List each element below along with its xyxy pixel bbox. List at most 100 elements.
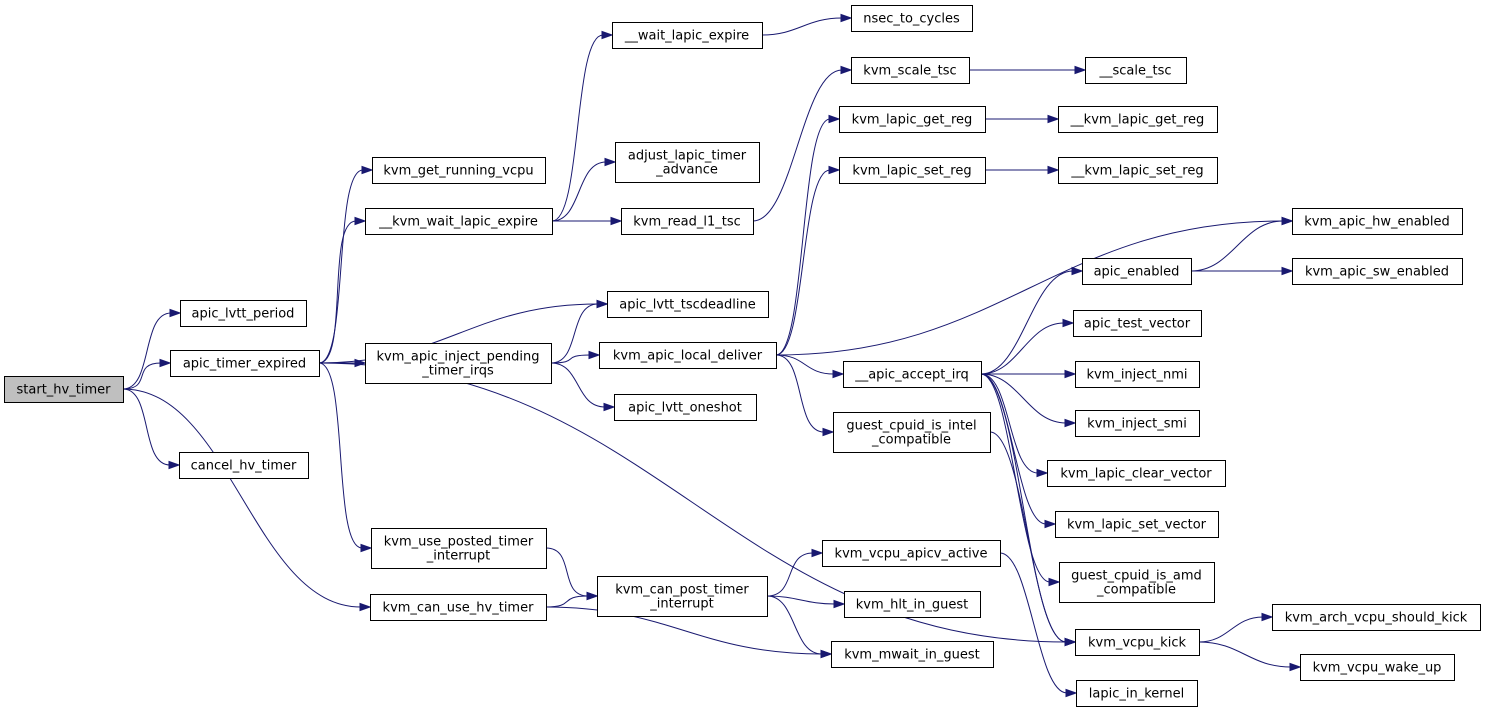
node-box bbox=[1085, 57, 1187, 84]
node-guest-cpuid-is-intel-compatible[interactable]: guest_cpuid_is_intel_compatible bbox=[833, 412, 991, 453]
node-apic-test-vector[interactable]: apic_test_vector bbox=[1073, 310, 1202, 337]
node-kvm-apic-hw-enabled[interactable]: kvm_apic_hw_enabled bbox=[1292, 208, 1463, 235]
node-label: start_hv_timer bbox=[17, 383, 112, 398]
node-box bbox=[1058, 106, 1218, 133]
node-box bbox=[851, 5, 973, 32]
node-label: kvm_lapic_clear_vector bbox=[1060, 467, 1212, 482]
node-label: apic_timer_expired bbox=[183, 357, 306, 372]
edge-wait-lapic-expire-to-nsec-to-cycles bbox=[761, 13, 853, 36]
edge-start-hv-timer-to-cancel-hv-timer bbox=[122, 388, 181, 470]
node-kvm-apic-sw-enabled[interactable]: kvm_apic_sw_enabled bbox=[1292, 258, 1463, 285]
node-kvm-mwait-in-guest[interactable]: kvm_mwait_in_guest bbox=[831, 641, 994, 668]
edge-kvm-apic-local-deliver-to-kvm-lapic-set-reg bbox=[775, 165, 841, 356]
node-box bbox=[839, 157, 986, 184]
node-kvm-lapic-set-reg[interactable]: __kvm_lapic_set_reg bbox=[1058, 157, 1218, 184]
node-apic-enabled[interactable]: apic_enabled bbox=[1082, 258, 1192, 285]
node-kvm-inject-nmi[interactable]: kvm_inject_nmi bbox=[1075, 361, 1200, 388]
node-label: cancel_hv_timer bbox=[191, 459, 297, 474]
node-label: kvm_inject_smi bbox=[1087, 417, 1187, 432]
node-kvm-vcpu-apicv-active[interactable]: kvm_vcpu_apicv_active bbox=[822, 540, 1001, 567]
node-label: guest_cpuid_is_amd bbox=[1071, 569, 1202, 584]
node-box bbox=[365, 208, 553, 235]
node-kvm-lapic-get-reg[interactable]: kvm_lapic_get_reg bbox=[839, 106, 986, 133]
node-kvm-get-running-vcpu[interactable]: kvm_get_running_vcpu bbox=[372, 157, 546, 184]
node-label: kvm_mwait_in_guest bbox=[844, 648, 980, 663]
edge-kvm-wait-lapic-expire-to-adjust-lapic-timer-advance bbox=[551, 157, 617, 222]
node-apic-timer-expired[interactable]: apic_timer_expired bbox=[170, 350, 320, 377]
node-label: __apic_accept_irq bbox=[854, 368, 969, 383]
node-kvm-inject-smi[interactable]: kvm_inject_smi bbox=[1075, 410, 1200, 437]
node-kvm-lapic-get-reg[interactable]: __kvm_lapic_get_reg bbox=[1058, 106, 1218, 133]
edge-apic-timer-expired-to-kvm-get-running-vcpu bbox=[318, 165, 374, 364]
node-kvm-apic-inject-pending-timer-irqs[interactable]: kvm_apic_inject_pending_timer_irqs bbox=[365, 343, 552, 384]
node-cancel-hv-timer[interactable]: cancel_hv_timer bbox=[179, 452, 309, 479]
node-box bbox=[372, 157, 546, 184]
node-box bbox=[1047, 460, 1226, 487]
node-kvm-lapic-set-vector[interactable]: kvm_lapic_set_vector bbox=[1055, 511, 1219, 538]
node-box bbox=[1076, 680, 1198, 707]
node-scale-tsc[interactable]: __scale_tsc bbox=[1085, 57, 1187, 84]
node-label: __kvm_lapic_get_reg bbox=[1070, 113, 1205, 128]
node-kvm-read-l1-tsc[interactable]: kvm_read_l1_tsc bbox=[621, 208, 754, 235]
node-adjust-lapic-timer-advance[interactable]: adjust_lapic_timer_advance bbox=[615, 142, 760, 183]
node-kvm-lapic-set-reg[interactable]: kvm_lapic_set_reg bbox=[839, 157, 986, 184]
node-kvm-arch-vcpu-should-kick[interactable]: kvm_arch_vcpu_should_kick bbox=[1272, 604, 1481, 631]
node-nsec-to-cycles[interactable]: nsec_to_cycles bbox=[851, 5, 973, 32]
node-lapic-in-kernel[interactable]: lapic_in_kernel bbox=[1076, 680, 1198, 707]
node-kvm-wait-lapic-expire[interactable]: __kvm_wait_lapic_expire bbox=[365, 208, 553, 235]
node-box bbox=[1055, 511, 1219, 538]
node-start-hv-timer[interactable]: start_hv_timer bbox=[4, 376, 124, 403]
node-label: apic_lvtt_oneshot bbox=[628, 401, 742, 416]
edge-apic-accept-irq-to-apic-enabled bbox=[980, 266, 1084, 375]
node-box bbox=[179, 452, 309, 479]
edge-kvm-apic-inject-pending-timer-irqs-to-kvm-apic-local-deliver bbox=[550, 350, 601, 364]
node-box bbox=[371, 528, 547, 569]
node-apic-lvtt-oneshot[interactable]: apic_lvtt_oneshot bbox=[614, 394, 757, 421]
node-label: _compatible bbox=[871, 433, 951, 448]
node-label: kvm_get_running_vcpu bbox=[383, 164, 533, 179]
node-label: kvm_apic_inject_pending bbox=[377, 350, 540, 365]
node-label: adjust_lapic_timer bbox=[628, 149, 747, 164]
node-box bbox=[1272, 604, 1481, 631]
edge-kvm-scale-tsc-to-scale-tsc bbox=[969, 65, 1087, 75]
node-label: __wait_lapic_expire bbox=[624, 29, 749, 44]
node-kvm-use-posted-timer-interrupt[interactable]: kvm_use_posted_timer_interrupt bbox=[371, 528, 547, 569]
node-box bbox=[1058, 157, 1218, 184]
node-wait-lapic-expire[interactable]: __wait_lapic_expire bbox=[612, 22, 763, 49]
node-label: kvm_lapic_set_vector bbox=[1067, 518, 1207, 533]
node-label: kvm_lapic_get_reg bbox=[852, 113, 973, 128]
node-kvm-lapic-clear-vector[interactable]: kvm_lapic_clear_vector bbox=[1047, 460, 1226, 487]
node-label: __kvm_wait_lapic_expire bbox=[378, 215, 538, 230]
node-kvm-hlt-in-guest[interactable]: kvm_hlt_in_guest bbox=[844, 591, 981, 618]
node-kvm-apic-local-deliver[interactable]: kvm_apic_local_deliver bbox=[599, 342, 777, 369]
node-label: lapic_in_kernel bbox=[1089, 687, 1184, 702]
edge-kvm-apic-local-deliver-to-kvm-lapic-get-reg bbox=[775, 114, 841, 356]
node-apic-accept-irq[interactable]: __apic_accept_irq bbox=[843, 361, 982, 388]
node-label: apic_enabled bbox=[1094, 265, 1180, 280]
edge-kvm-can-post-timer-interrupt-to-kvm-mwait-in-guest bbox=[766, 595, 833, 659]
edge-kvm-can-post-timer-interrupt-to-kvm-vcpu-apicv-active bbox=[766, 548, 824, 597]
node-box bbox=[1300, 654, 1455, 681]
node-kvm-can-post-timer-interrupt[interactable]: kvm_can_post_timer_interrupt bbox=[597, 576, 768, 617]
edge-kvm-apic-inject-pending-timer-irqs-to-apic-lvtt-oneshot bbox=[550, 362, 616, 412]
node-kvm-scale-tsc[interactable]: kvm_scale_tsc bbox=[851, 57, 970, 84]
node-kvm-can-use-hv-timer[interactable]: kvm_can_use_hv_timer bbox=[370, 594, 547, 621]
node-apic-lvtt-tscdeadline[interactable]: apic_lvtt_tscdeadline bbox=[607, 291, 769, 318]
edge-apic-accept-irq-to-kvm-inject-nmi bbox=[980, 369, 1077, 379]
node-guest-cpuid-is-amd-compatible[interactable]: guest_cpuid_is_amd_compatible bbox=[1059, 562, 1215, 603]
node-kvm-vcpu-kick[interactable]: kvm_vcpu_kick bbox=[1075, 629, 1200, 656]
node-box bbox=[614, 394, 757, 421]
edges-layer bbox=[122, 13, 1302, 698]
node-label: kvm_scale_tsc bbox=[863, 64, 956, 79]
node-label: apic_lvtt_tscdeadline bbox=[619, 298, 755, 313]
node-kvm-vcpu-wake-up[interactable]: kvm_vcpu_wake_up bbox=[1300, 654, 1455, 681]
node-label: kvm_read_l1_tsc bbox=[633, 215, 741, 230]
edge-kvm-apic-local-deliver-to-guest-cpuid-is-intel-compatible bbox=[775, 354, 835, 437]
node-box bbox=[615, 142, 760, 183]
node-box bbox=[370, 594, 547, 621]
node-box bbox=[1075, 410, 1200, 437]
node-label: _compatible bbox=[1096, 583, 1176, 598]
edge-apic-timer-expired-to-kvm-use-posted-timer-interrupt bbox=[318, 362, 373, 553]
edge-kvm-wait-lapic-expire-to-kvm-read-l1-tsc bbox=[552, 216, 623, 226]
node-apic-lvtt-period[interactable]: apic_lvtt_period bbox=[180, 300, 307, 327]
